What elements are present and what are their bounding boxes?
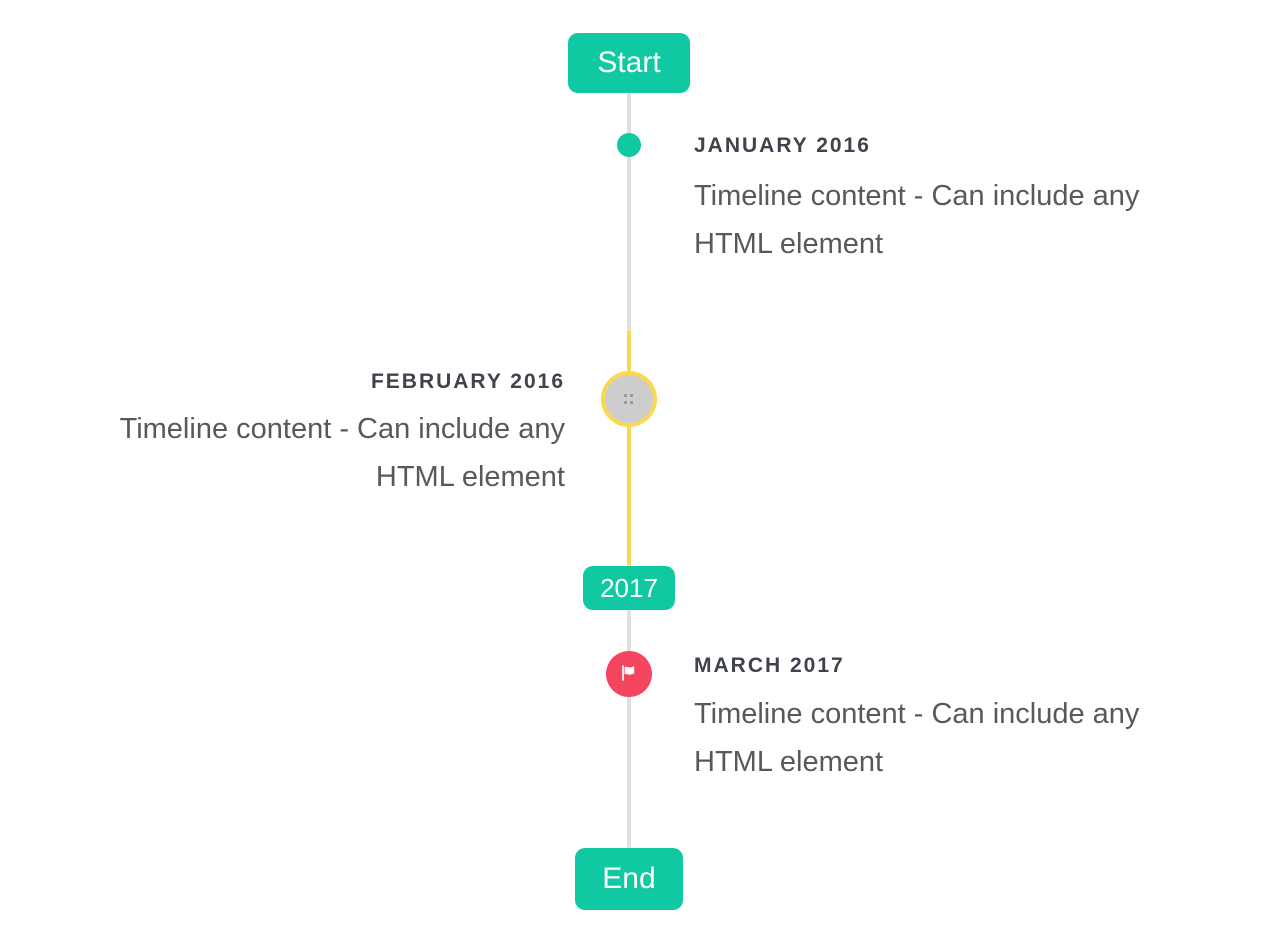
timeline-year-badge: 2017 xyxy=(583,566,675,610)
timeline-line-highlighted xyxy=(627,330,631,566)
timeline-start-label: Start xyxy=(597,46,661,79)
timeline-item-date-january: JANUARY 2016 xyxy=(694,134,871,157)
timeline-end-badge: End xyxy=(575,848,683,910)
broken-image-icon xyxy=(623,393,635,405)
timeline-marker-dot-january xyxy=(617,133,641,157)
timeline-item-content-february: Timeline content - Can include any HTML … xyxy=(119,413,565,493)
timeline-end-label: End xyxy=(602,862,656,895)
timeline-start-badge: Start xyxy=(568,33,690,93)
timeline-year-label: 2017 xyxy=(600,572,658,603)
timeline-item-date-march: MARCH 2017 xyxy=(694,654,845,677)
timeline-item-date-february: FEBRUARY 2016 xyxy=(370,370,565,393)
timeline-line-bottom xyxy=(627,610,631,848)
timeline-item-content-march: Timeline content - Can include any HTML … xyxy=(694,698,1140,778)
timeline-item-content-january: Timeline content - Can include any HTML … xyxy=(694,180,1140,260)
timeline-marker-circle-february xyxy=(601,371,657,427)
timeline-line-top xyxy=(627,93,631,330)
flag-icon xyxy=(617,662,641,686)
timeline-marker-flag-march xyxy=(606,651,652,697)
